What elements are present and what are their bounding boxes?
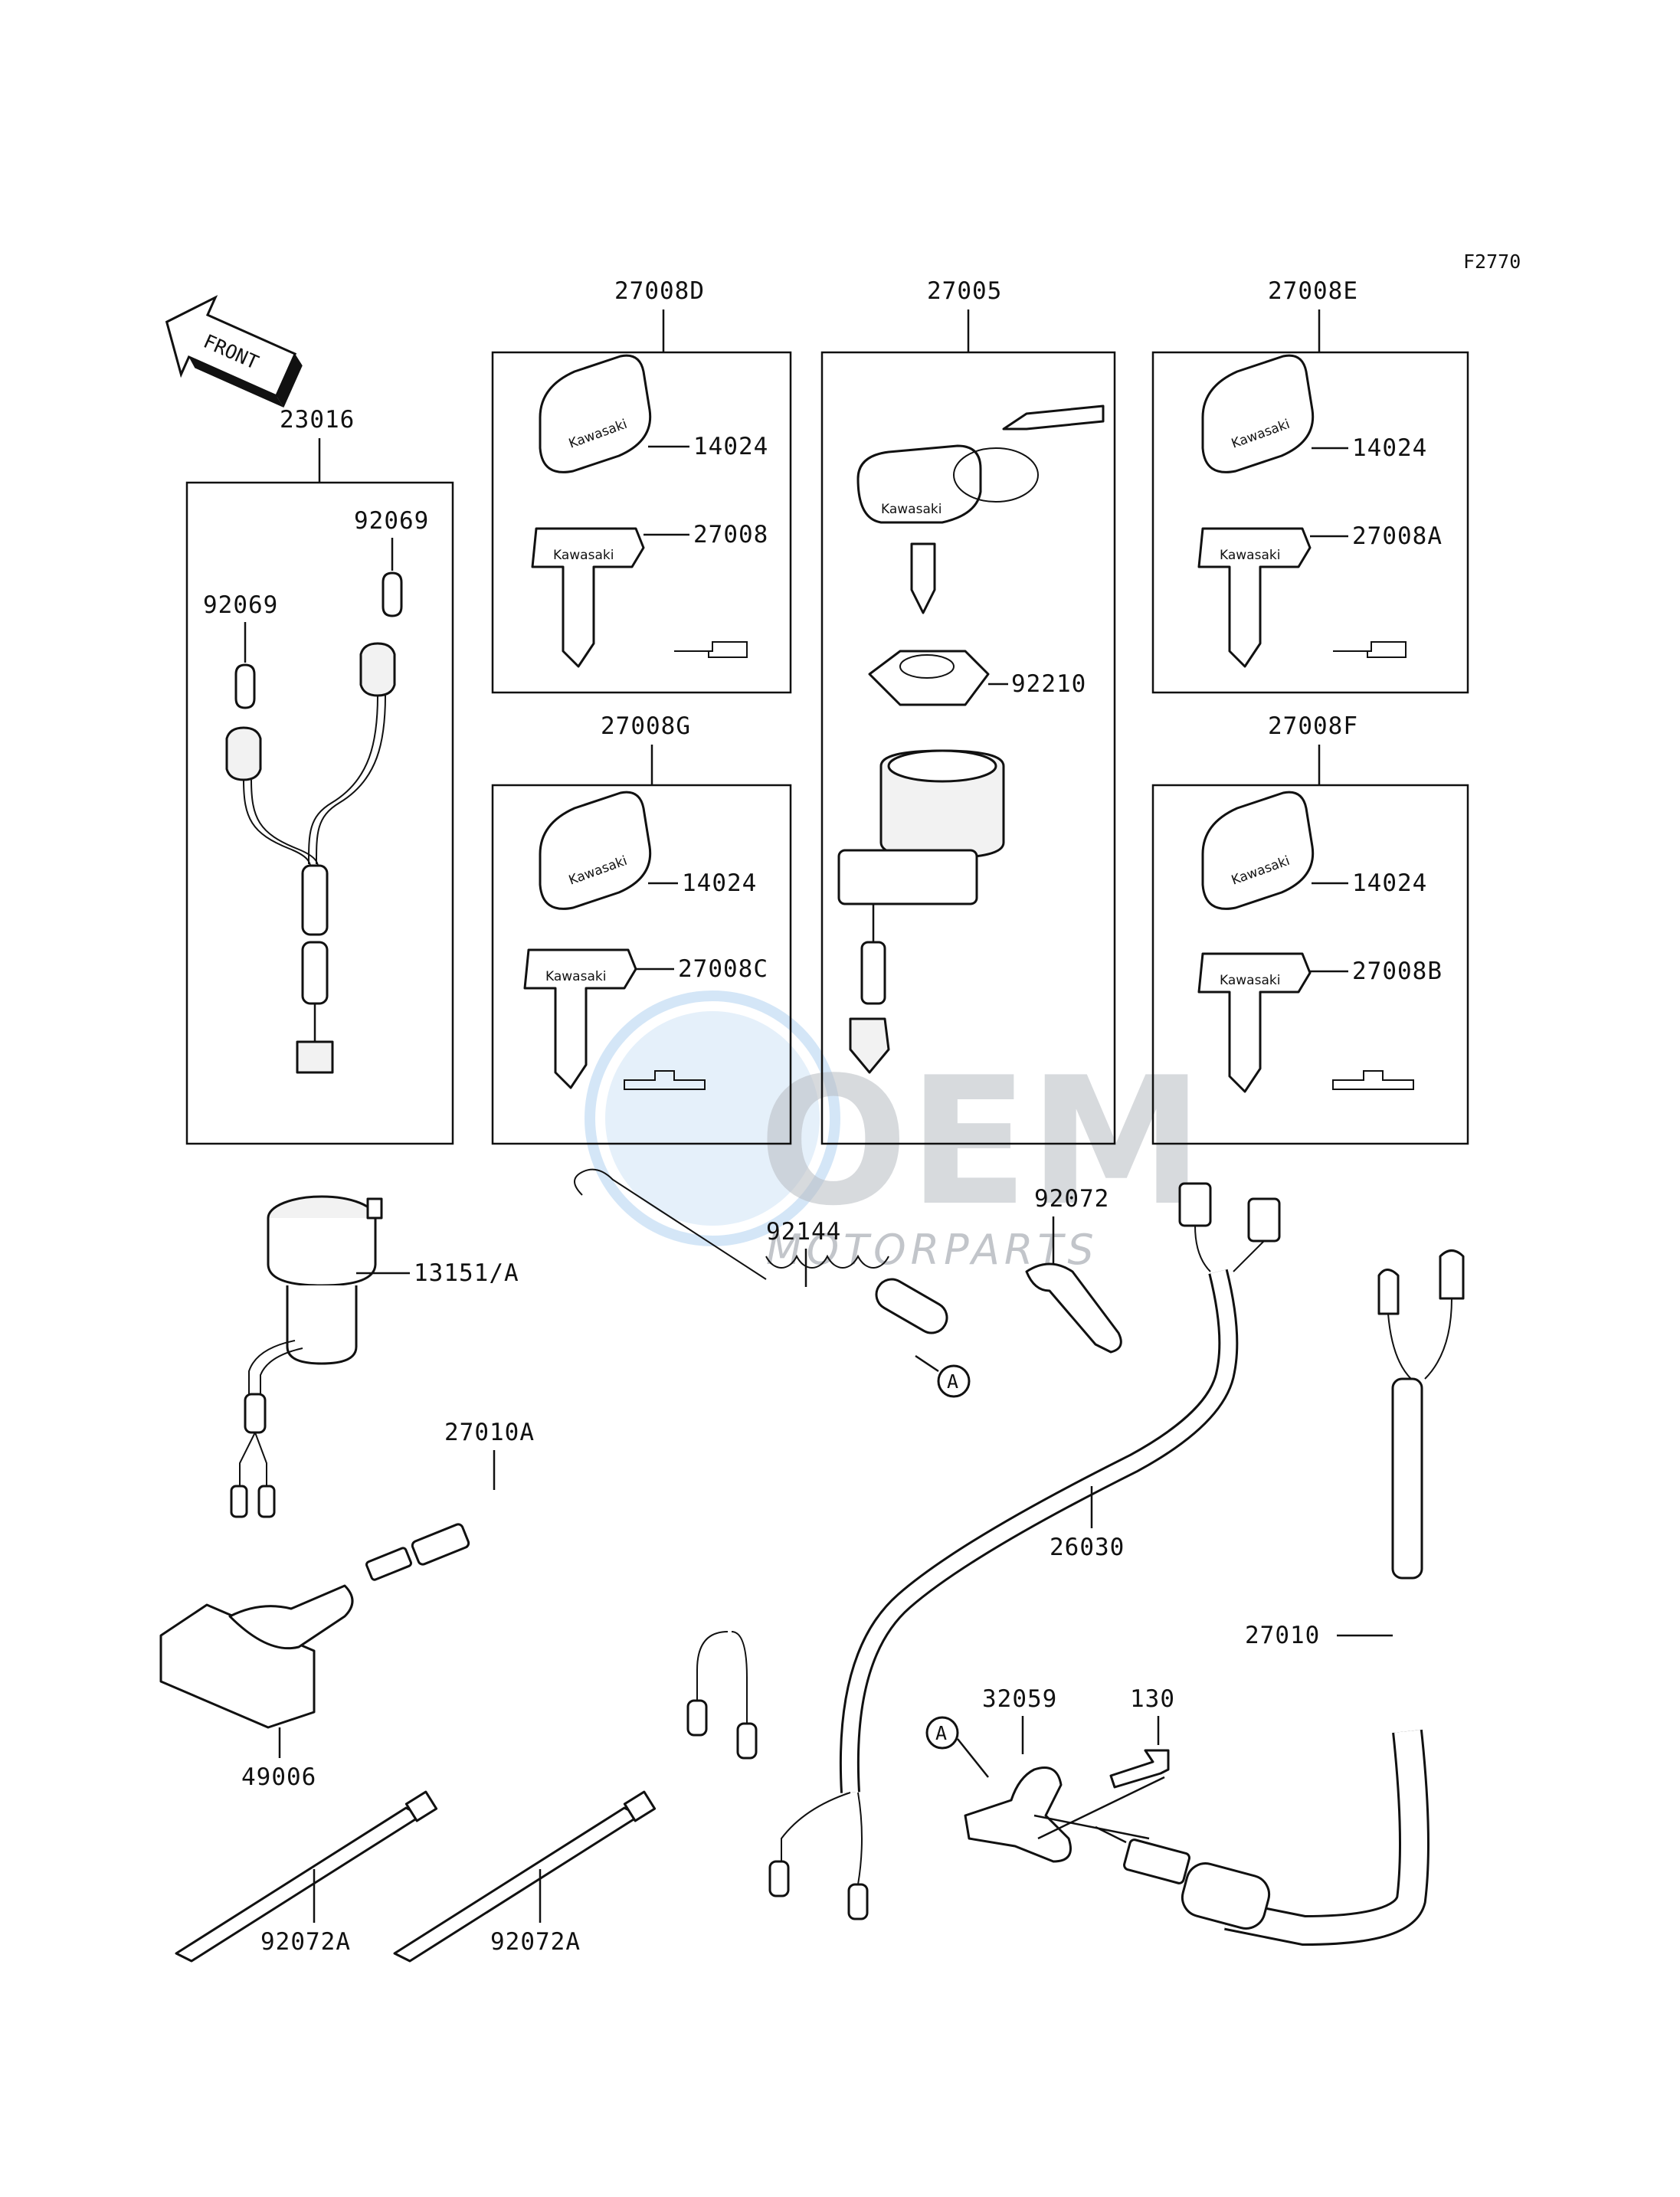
part-49006: 49006 — [241, 1763, 316, 1791]
part-27010-group: 27010 — [1095, 1249, 1465, 1947]
blank-key-brand-f: Kawasaki — [1220, 973, 1280, 988]
group-27008E: 27008E Kawasaki 14024 Kawasaki 27008A — [1151, 277, 1469, 694]
group-27005-box — [820, 351, 1116, 1145]
wiring-harness-icon — [225, 642, 396, 1074]
front-arrow-icon: FRONT — [165, 295, 303, 408]
part-130-group: 130 — [1109, 1685, 1175, 1789]
socket-icon — [230, 1195, 383, 1518]
clip-icon — [1025, 1262, 1122, 1354]
bracket-32059-icon — [964, 1766, 1072, 1863]
part-92072A-2-group: 92072A — [393, 1790, 657, 1963]
part-13151A: 13151/A — [414, 1259, 519, 1287]
part-92072-group: 92072 — [1025, 1185, 1122, 1354]
blank-key-icon: Kawasaki — [531, 527, 645, 668]
bracket-icon — [159, 1584, 354, 1729]
group-27008G-label: 27008G — [601, 712, 691, 740]
part-26030: 26030 — [1050, 1534, 1125, 1561]
part-49006-group: 49006 — [159, 1584, 354, 1791]
ignition-switch-icon — [837, 749, 1005, 1074]
part-92072A-1: 92072A — [260, 1928, 351, 1956]
part-27008B: 27008B — [1352, 958, 1443, 985]
key-fob-icon: Kawasaki — [539, 791, 652, 910]
cable-tie-icon — [393, 1790, 657, 1963]
callout-a-upper-label: A — [947, 1370, 958, 1393]
ignition-key-icon: Kawasaki — [856, 404, 1105, 614]
wiring-harness-icon — [768, 1182, 1281, 1920]
part-14024-g: 14024 — [682, 869, 757, 897]
part-27008A: 27008A — [1352, 522, 1443, 550]
part-92069-lower: 92069 — [203, 591, 278, 619]
group-27008F-box — [1151, 784, 1469, 1145]
group-23016-label: 23016 — [280, 406, 355, 434]
group-27008D-label: 27008D — [614, 277, 705, 305]
part-14024-d: 14024 — [693, 433, 768, 460]
group-27008G: 27008G Kawasaki 14024 Kawasaki 27008C — [491, 712, 792, 1145]
group-27008G-box — [491, 784, 792, 1145]
group-27008F: 27008F Kawasaki 14024 Kawasaki 27008B — [1151, 712, 1469, 1145]
part-92072: 92072 — [1034, 1185, 1109, 1213]
part-92144: 92144 — [766, 1218, 841, 1246]
bulb-icon — [234, 571, 403, 709]
bolt-icon — [1109, 1749, 1170, 1789]
part-32059: 32059 — [982, 1685, 1057, 1713]
key-fob-icon: Kawasaki — [1201, 354, 1315, 473]
nut-icon — [868, 650, 990, 706]
figure-code: F2770 — [1463, 250, 1521, 273]
blank-key-brand-g: Kawasaki — [545, 969, 606, 984]
watermark-main-text: OEM — [758, 1040, 1204, 1245]
part-27008-d: 27008 — [693, 521, 768, 548]
blank-key-brand: Kawasaki — [553, 548, 614, 563]
part-92069-upper: 92069 — [354, 507, 429, 535]
part-92210: 92210 — [1011, 670, 1086, 698]
part-92072A-2: 92072A — [490, 1928, 581, 1956]
brake-switch-icon — [365, 1409, 758, 1760]
socket-13151: 13151/A — [230, 1195, 519, 1518]
group-27008E-box — [1151, 351, 1469, 694]
part-27010A: 27010A — [444, 1419, 535, 1446]
cable-tie-icon — [175, 1790, 438, 1963]
key-fob-icon: Kawasaki — [1201, 791, 1315, 910]
blank-key-icon: Kawasaki — [1197, 952, 1312, 1093]
blank-key-brand-e: Kawasaki — [1220, 548, 1280, 563]
blank-key-icon: Kawasaki — [1197, 527, 1312, 668]
group-27008E-label: 27008E — [1268, 277, 1358, 305]
part-14024-f: 14024 — [1352, 869, 1427, 897]
group-27005: 27005 Kawasaki 92210 — [820, 277, 1116, 1145]
group-27005-label: 27005 — [927, 277, 1002, 305]
group-23016: 23016 92069 92069 — [185, 406, 454, 1145]
watermark: OEM MOTORPARTS — [585, 990, 1204, 1274]
group-23016-box — [185, 481, 454, 1145]
group-27008D-box — [491, 351, 792, 694]
callout-a-upper — [937, 1364, 971, 1398]
blank-key-icon: Kawasaki — [523, 948, 637, 1089]
part-130: 130 — [1130, 1685, 1175, 1713]
watermark-ring-icon — [585, 990, 840, 1246]
part-27010: 27010 — [1245, 1622, 1320, 1649]
group-27008F-label: 27008F — [1268, 712, 1358, 740]
part-26030-group: 26030 — [768, 1182, 1281, 1920]
group-27008D: 27008D Kawasaki 14024 Kawasaki 27008 — [491, 277, 792, 694]
ignition-key-brand: Kawasaki — [881, 502, 942, 517]
part-27010A-group: 27010A — [365, 1409, 758, 1760]
part-92144-group: 92144 A — [574, 1168, 971, 1398]
callout-a-lower — [925, 1716, 959, 1750]
part-14024-e: 14024 — [1352, 434, 1427, 462]
part-27008C: 27008C — [678, 955, 768, 983]
stop-switch-icon — [1095, 1249, 1465, 1947]
part-92072A-1-group: 92072A — [175, 1790, 438, 1963]
key-fob-icon: Kawasaki — [539, 354, 652, 473]
part-32059-group: 32059 A — [925, 1685, 1165, 1863]
spring-icon — [875, 1278, 948, 1334]
watermark-globe-icon — [605, 1011, 820, 1226]
callout-a-lower-label: A — [935, 1722, 947, 1744]
